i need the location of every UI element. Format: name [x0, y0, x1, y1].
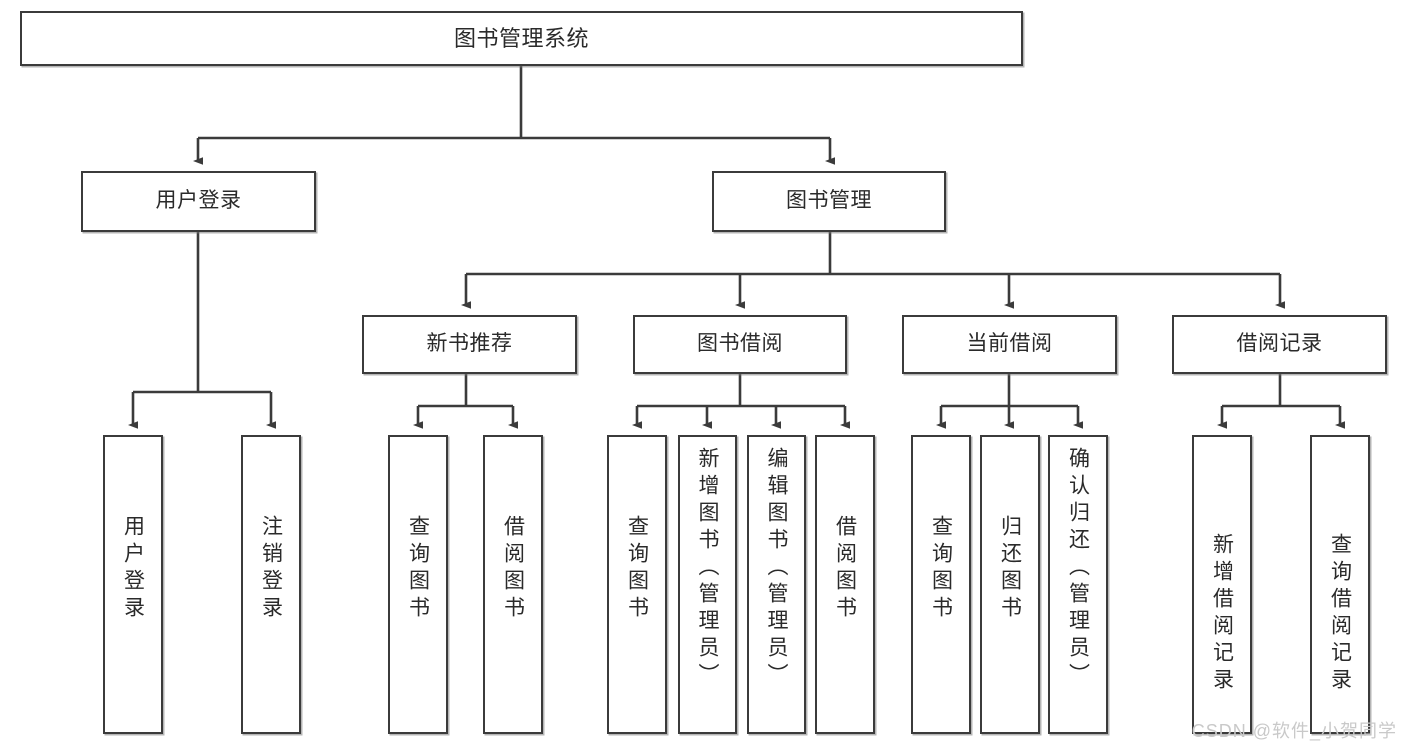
- leaf-label: 查询图书: [406, 515, 430, 623]
- leaf-add-book-admin[interactable]: 新增图书（管理员）: [678, 435, 737, 734]
- node-user-login[interactable]: 用户登录: [81, 171, 316, 232]
- node-label: 当前借阅: [966, 332, 1053, 356]
- leaf-query-borrow-record[interactable]: 查询借阅记录: [1310, 435, 1370, 734]
- leaf-return-books[interactable]: 归还图书: [980, 435, 1040, 734]
- leaf-label: 新增图书（管理员）: [696, 447, 719, 690]
- leaf-label: 注销登录: [259, 515, 283, 623]
- leaf-label: 借阅图书: [501, 515, 525, 623]
- leaf-add-borrow-record[interactable]: 新增借阅记录: [1192, 435, 1252, 734]
- leaf-label: 编辑图书（管理员）: [765, 447, 788, 690]
- node-current-borrowing[interactable]: 当前借阅: [902, 315, 1117, 374]
- leaf-label: 借阅图书: [833, 515, 857, 623]
- leaf-edit-book-admin[interactable]: 编辑图书（管理员）: [747, 435, 806, 734]
- leaf-borrow-books[interactable]: 借阅图书: [815, 435, 875, 734]
- node-label: 图书管理: [786, 189, 872, 213]
- node-book-management[interactable]: 图书管理: [712, 171, 946, 232]
- node-label: 用户登录: [155, 189, 242, 213]
- node-book-borrowing[interactable]: 图书借阅: [633, 315, 847, 374]
- leaf-label: 查询图书: [625, 515, 649, 623]
- leaf-label: 用户登录: [121, 515, 145, 623]
- node-label: 图书管理系统: [453, 25, 589, 51]
- leaf-user-login[interactable]: 用户登录: [103, 435, 163, 734]
- node-label: 借阅记录: [1236, 332, 1323, 356]
- node-label: 新书推荐: [426, 332, 513, 356]
- leaf-confirm-return-admin[interactable]: 确认归还（管理员）: [1048, 435, 1108, 734]
- leaf-query-books-borrow[interactable]: 查询图书: [607, 435, 667, 734]
- watermark: CSDN @软件_小贺同学: [1191, 721, 1397, 741]
- leaf-label: 查询图书: [929, 515, 953, 623]
- node-label: 图书借阅: [697, 332, 783, 356]
- node-new-book-recommendation[interactable]: 新书推荐: [362, 315, 577, 374]
- node-borrow-records[interactable]: 借阅记录: [1172, 315, 1387, 374]
- leaf-label: 归还图书: [998, 515, 1022, 623]
- leaf-borrow-books-recommend[interactable]: 借阅图书: [483, 435, 543, 734]
- leaf-logout[interactable]: 注销登录: [241, 435, 301, 734]
- leaf-label: 新增借阅记录: [1210, 533, 1234, 695]
- leaf-query-books-recommend[interactable]: 查询图书: [388, 435, 448, 734]
- leaf-label: 查询借阅记录: [1328, 533, 1352, 695]
- leaf-query-books-current[interactable]: 查询图书: [911, 435, 971, 734]
- node-root-system[interactable]: 图书管理系统: [20, 11, 1023, 66]
- leaf-label: 确认归还（管理员）: [1066, 447, 1090, 690]
